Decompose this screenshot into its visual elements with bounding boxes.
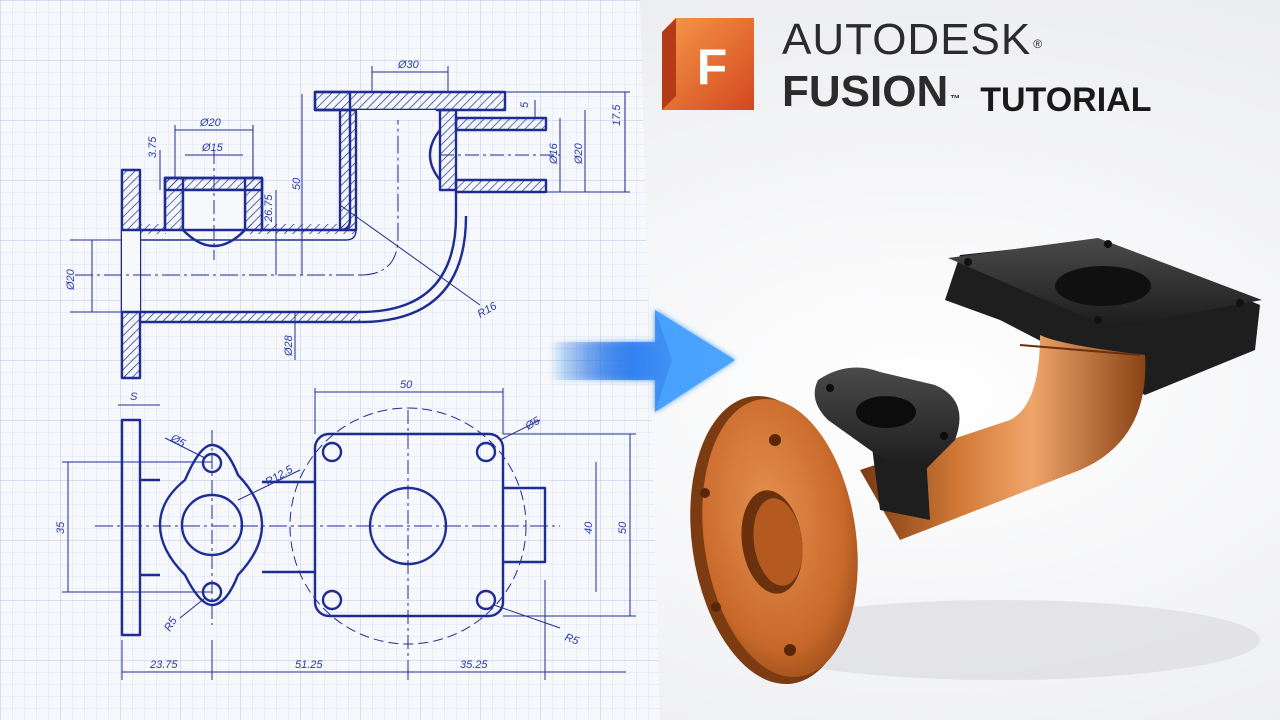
dim-50-top: 50 xyxy=(400,379,413,391)
dim-s: S xyxy=(130,391,138,403)
brand-autodesk: AUTODESK xyxy=(782,15,1032,64)
dim-d30: Ø30 xyxy=(397,59,420,71)
dim-40: 40 xyxy=(583,521,595,534)
dim-d20-right: Ø20 xyxy=(573,142,585,165)
brand-tutorial: TUTORIAL xyxy=(980,81,1152,119)
dim-35-25: 35.25 xyxy=(460,659,488,671)
dim-d15: Ø15 xyxy=(201,142,224,154)
dim-d20-left: Ø20 xyxy=(65,268,77,291)
brand-line-fusion: FUSION ™ TUTORIAL xyxy=(782,68,1151,124)
brand-line-autodesk: AUTODESK ® xyxy=(782,16,1151,68)
registered-mark: ® xyxy=(1033,37,1044,51)
dim-d20: Ø20 xyxy=(199,117,222,129)
dim-d28: Ø28 xyxy=(283,334,295,357)
dim-51-25: 51.25 xyxy=(295,659,323,671)
dim-17-5: 17.5 xyxy=(611,104,623,126)
dim-50-right: 50 xyxy=(617,521,629,534)
dim-5: 5 xyxy=(519,101,531,108)
dim-d16: Ø16 xyxy=(548,142,560,165)
dim-23-75: 23.75 xyxy=(149,659,178,671)
transition-arrow xyxy=(550,310,735,412)
trademark-mark: ™ xyxy=(950,94,961,105)
brand-text: AUTODESK ® FUSION ™ TUTORIAL xyxy=(782,16,1151,124)
dim-26-75: 26.75 xyxy=(263,194,275,223)
dim-r5-right: R5 xyxy=(563,632,581,648)
logo-letter: F xyxy=(697,39,728,95)
rendered-part xyxy=(690,238,1262,685)
fusion-logo-icon: F xyxy=(662,18,754,110)
section-view-drawing xyxy=(70,66,630,380)
dim-50: 50 xyxy=(291,177,303,190)
brand-header: F AUTODESK ® FUSION ™ TUTORIAL xyxy=(662,16,1262,119)
plan-view-drawing xyxy=(62,388,636,680)
dim-3-75: 3.75 xyxy=(147,136,159,158)
dim-35: 35 xyxy=(55,521,67,534)
part-shadow xyxy=(740,600,1260,680)
brand-fusion: FUSION xyxy=(782,67,949,116)
copper-pipe xyxy=(860,335,1146,540)
